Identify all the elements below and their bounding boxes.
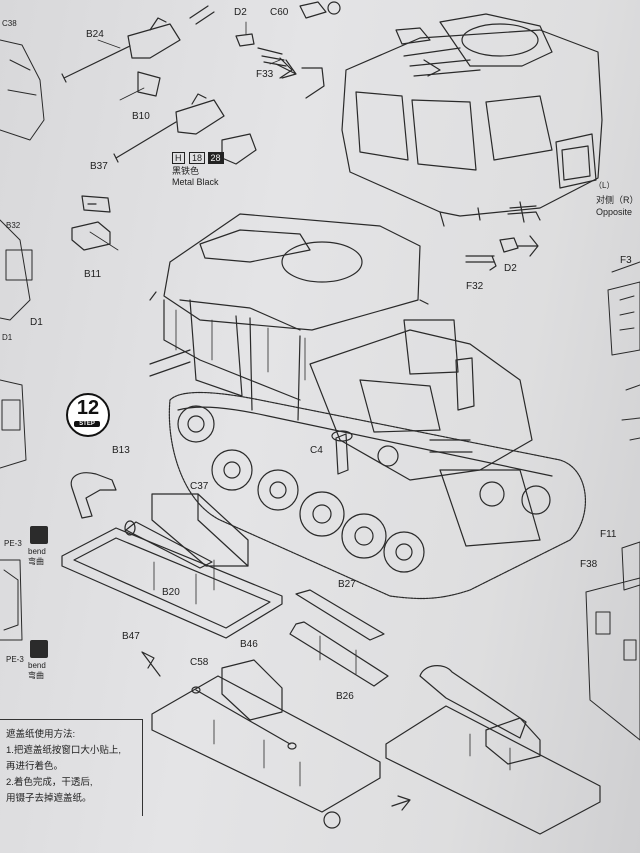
bend-label-en: bend [28,547,46,556]
b24-machine-gun [61,5,215,97]
part-label-b10: B10 [132,111,150,122]
mask-instruction-line: 遮盖纸使用方法: [6,729,76,740]
b47-plate [61,527,283,639]
step-number: 12 [76,397,100,419]
part-label-d2-top: D2 [234,7,247,18]
part-label-f33: F33 [256,69,274,80]
step-caption: STEP [74,421,100,427]
paint-code-h: H [172,152,185,164]
bottom-left-plate [151,659,381,829]
mask-instruction-line: 再进行着色。 [6,761,64,772]
mask-instruction-line: 用镊子去掉遮盖纸。 [6,793,92,804]
bend-label-cn: 弯曲 [28,671,44,680]
part-label-b47: B47 [122,631,140,642]
mask-instruction-line: 1.把遮盖纸按窗口大小贴上, [6,745,122,756]
f32-d2-parts [465,205,541,271]
masking-instructions-box: 遮盖纸使用方法: 1.把遮盖纸按窗口大小贴上, 再进行着色。 2.着色完成，干透… [0,719,143,816]
leader-lines [89,21,511,787]
c37-cover [151,493,249,567]
bend-icon [30,526,48,544]
step-badge: 12 STEP [66,393,110,437]
b13-exhaust-pipe [70,472,117,519]
bend-label-en: bend [28,661,46,670]
part-label-b26: B26 [336,691,354,702]
part-label-c37: C37 [190,481,209,492]
part-label-b11: B11 [84,269,102,280]
superstructure-cab [341,13,603,227]
part-label-f11: F11 [600,529,617,540]
d2-c60-f33-parts [235,1,341,99]
part-label-b37: B37 [90,161,108,172]
part-label-b32: B32 [6,221,21,230]
part-label-c58: C58 [190,657,209,668]
hull-assembly [149,213,541,547]
part-label-f32: F32 [466,281,484,292]
part-label-b27: B27 [338,579,356,590]
direction-arrows [141,59,539,811]
paint-color-cn: 黑铁色 [172,166,200,176]
paint-number-18: 18 [189,152,206,164]
part-label-l: （L） [594,181,615,190]
opposite-side-en: Opposite [596,207,633,217]
c4-part [331,430,353,475]
part-label-c60: C60 [270,7,289,18]
part-label-f3: F3 [620,255,632,266]
right-edge-parts [585,261,640,741]
part-label-c4: C4 [310,445,323,456]
bottom-right-plate [385,665,601,835]
left-edge-cab-drawing [0,39,45,641]
part-label-d1-b: D1 [2,333,13,342]
part-label-b13: B13 [112,445,130,456]
paint-color-en: Metal Black [172,177,219,187]
mask-instruction-line: 2.着色完成，干透后, [6,777,93,788]
part-label-c38: C38 [2,19,17,28]
part-label-pe3-a: PE-3 [4,539,22,548]
step-circle [66,393,110,437]
b37-b11-parts [71,195,111,251]
bend-label-cn: 弯曲 [28,557,44,566]
part-label-b20: B20 [162,587,180,598]
b20-tubes [124,520,213,569]
paint-number-28: 28 [207,152,224,164]
part-label-pe3-b: PE-3 [6,655,24,664]
opposite-side-cn: 对侧（R） [596,195,639,205]
part-label-b24: B24 [86,29,104,40]
track-assembly [168,391,587,600]
part-label-b46: B46 [240,639,258,650]
paint-callout: H 18 28 黑铁色 Metal Black [172,152,224,187]
part-label-d2-mid: D2 [504,263,517,274]
b27-b26-channels [289,589,389,687]
bend-icon [30,640,48,658]
part-label-d1-a: D1 [30,317,43,328]
part-label-f38: F38 [580,559,598,570]
